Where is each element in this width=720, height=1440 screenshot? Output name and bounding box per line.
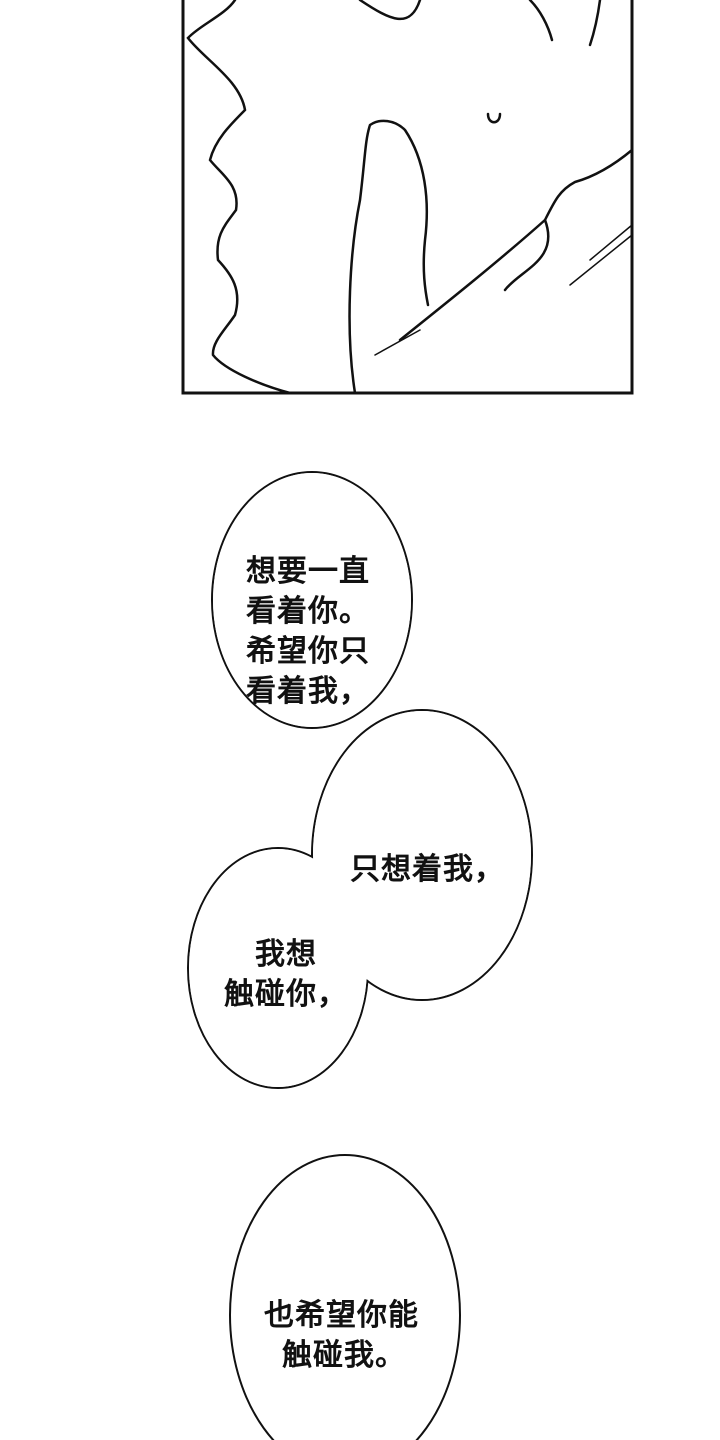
bubble-line: 希望你只	[246, 634, 370, 669]
speech-bubble-3: 我想 触碰你，	[224, 935, 348, 1015]
motion-line-3	[374, 329, 421, 356]
manga-panel	[181, 0, 634, 395]
shoulder-line	[398, 148, 634, 342]
bubble-line: 触碰我。	[282, 1338, 406, 1373]
face-outline	[186, 0, 292, 395]
bubble-line: 看着我，	[246, 674, 370, 709]
strand-3	[588, 0, 602, 47]
speech-bubble-1: 想要一直 看着你。 希望你只 看着我，	[246, 552, 370, 712]
speech-bubble-2: 只想着我，	[350, 850, 505, 890]
hand-outline	[348, 119, 430, 395]
neck-line	[503, 218, 550, 292]
panel-border	[181, 0, 634, 395]
speech-bubble-4: 也希望你能 触碰我。	[264, 1296, 419, 1376]
bubble-line: 触碰你，	[224, 977, 348, 1012]
bubble-line: 只想着我，	[350, 852, 505, 887]
sweat-drop	[486, 112, 502, 124]
bubble-fills	[189, 473, 531, 1087]
bubble-line: 也希望你能	[264, 1298, 419, 1333]
motion-line-1	[569, 234, 633, 286]
bubble-line: 看着你。	[246, 594, 370, 629]
bubble-4-outline	[229, 1154, 461, 1440]
bubble-line: 想要一直	[246, 554, 370, 589]
strand-2	[528, 0, 554, 42]
motion-line-2	[589, 224, 633, 261]
strand-1	[358, 0, 422, 20]
bubble-line: 我想	[255, 937, 317, 972]
